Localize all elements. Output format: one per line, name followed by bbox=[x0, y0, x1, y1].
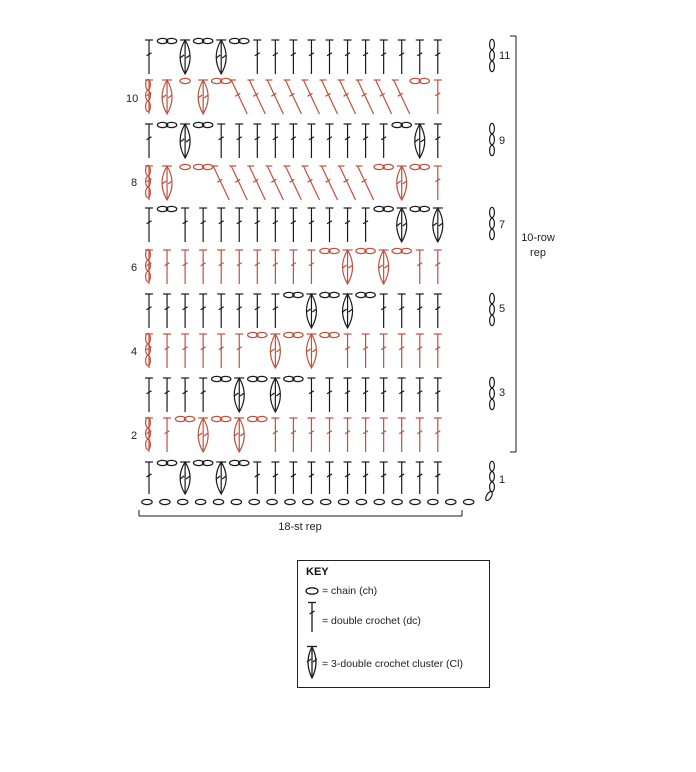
row-4 bbox=[145, 331, 442, 370]
crochet-chart bbox=[138, 35, 517, 517]
key-dc-label: = double crochet (dc) bbox=[322, 615, 421, 627]
row-2 bbox=[145, 415, 442, 454]
row-label-11: 11 bbox=[499, 50, 511, 62]
double-crochet-icon bbox=[308, 601, 316, 632]
row-label-1: 1 bbox=[499, 474, 506, 486]
row-repeat-bracket bbox=[510, 35, 517, 453]
key-chain-label: = chain (ch) bbox=[322, 585, 378, 597]
row-label-8: 8 bbox=[131, 177, 138, 189]
row-5 bbox=[145, 291, 496, 330]
cluster-icon bbox=[306, 645, 318, 679]
row-7 bbox=[145, 205, 496, 244]
row-label-10: 10 bbox=[126, 93, 139, 105]
chain-icon bbox=[305, 587, 319, 595]
row-label-7: 7 bbox=[499, 219, 506, 231]
row-8 bbox=[145, 163, 442, 202]
row-11 bbox=[145, 37, 496, 76]
row-label-6: 6 bbox=[131, 262, 138, 274]
row-label-4: 4 bbox=[131, 346, 138, 358]
key-title: KEY bbox=[306, 566, 329, 578]
row-10 bbox=[145, 77, 442, 116]
row-label-3: 3 bbox=[499, 387, 506, 399]
key-box: KEY = chain (ch) = double crochet (dc) =… bbox=[297, 560, 490, 688]
row-repeat-label: 10-row rep bbox=[521, 232, 555, 259]
row-9 bbox=[145, 121, 496, 160]
stitch-repeat-bracket bbox=[138, 510, 463, 517]
row-label-5: 5 bbox=[499, 303, 506, 315]
foundation-chain bbox=[141, 490, 493, 506]
stitch-repeat-label: 18-st rep bbox=[278, 521, 322, 533]
row-label-2: 2 bbox=[131, 430, 138, 442]
row-label-9: 9 bbox=[499, 135, 506, 147]
row-3 bbox=[145, 375, 496, 414]
key-cluster-label: = 3-double crochet cluster (Cl) bbox=[322, 658, 463, 670]
row-6 bbox=[145, 247, 442, 286]
row-1 bbox=[145, 459, 496, 496]
